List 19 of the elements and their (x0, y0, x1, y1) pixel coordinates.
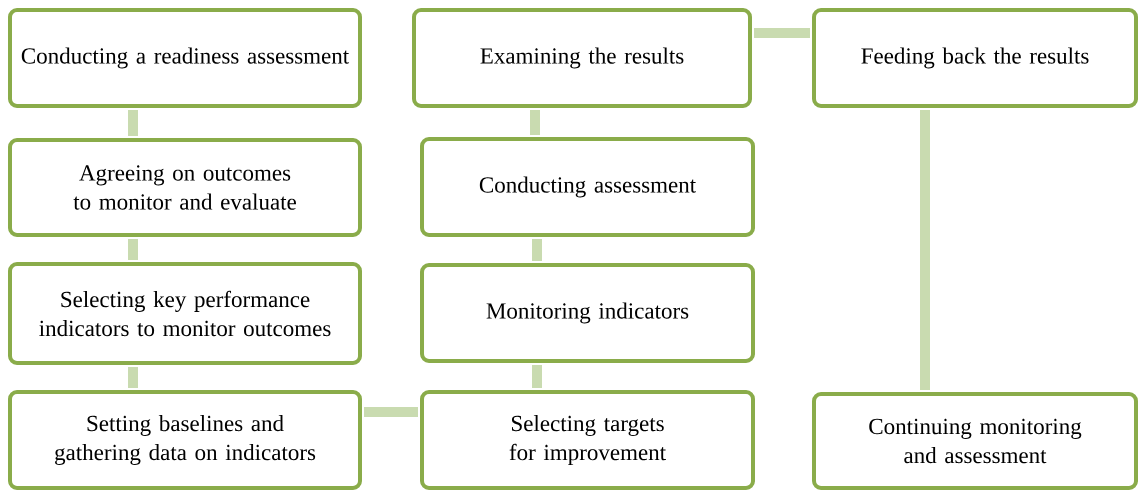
process-box: Setting baselines and gathering data on indicators (8, 390, 362, 490)
process-box: Selecting targets for improvement (420, 390, 755, 490)
connector-line (754, 28, 810, 38)
process-box: Conducting assessment (420, 137, 755, 237)
connector-line (532, 365, 542, 388)
connector-line (532, 239, 542, 261)
process-box: Agreeing on outcomes to monitor and evaluate (8, 138, 362, 237)
process-box: Conducting a readiness assessment (8, 8, 362, 108)
connector-line (530, 110, 540, 135)
process-box: Feeding back the results (812, 8, 1138, 108)
connector-line (128, 367, 138, 388)
process-box: Examining the results (412, 8, 752, 108)
connector-line (128, 110, 138, 136)
connector-line (128, 239, 138, 260)
process-box: Selecting key performance indicators to monitor outcomes (8, 262, 362, 365)
connector-line (920, 110, 930, 390)
process-box: Monitoring indicators (420, 263, 755, 363)
process-box: Continuing monitoring and assessment (812, 392, 1138, 490)
connector-line (364, 407, 418, 417)
